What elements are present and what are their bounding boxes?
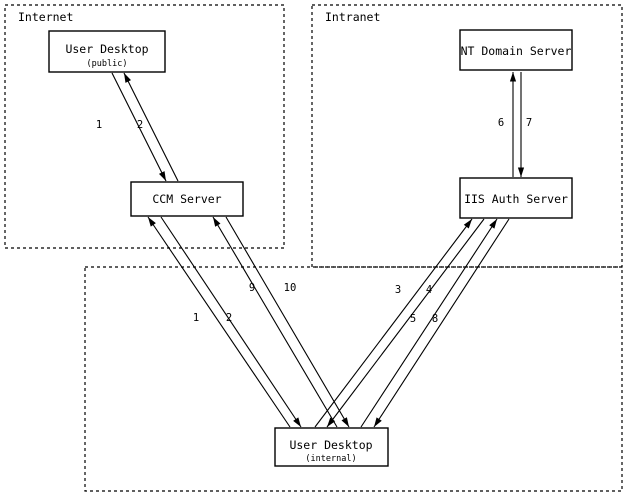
step-label-4-7: 4 <box>426 284 432 296</box>
zone-boundaries-group: Internet Intranet <box>4 4 623 492</box>
node-user-desktop-internal[interactable]: User Desktop (internal) <box>274 427 389 467</box>
flow-line-5-8 <box>360 218 498 428</box>
flow-5-user-desktop-internal-to-iis-auth-server <box>360 218 498 428</box>
flow-line-10-5 <box>225 216 350 428</box>
node-label-nt-domain-server: NT Domain Server <box>461 44 572 58</box>
step-label-6-10: 6 <box>498 117 504 129</box>
step-label-10-5: 10 <box>284 282 297 294</box>
node-nt-domain-server[interactable]: NT Domain Server <box>459 29 573 71</box>
step-label-2-1: 2 <box>137 119 143 131</box>
step-label-3-6: 3 <box>395 284 401 296</box>
zone-border-intranet <box>311 4 623 268</box>
arrow-head-icon-4-7 <box>327 417 336 427</box>
arrow-head-icon-6-10 <box>509 72 517 82</box>
step-label-1-0: 1 <box>96 119 102 131</box>
flow-line-9-4 <box>212 216 338 428</box>
node-iis-auth-server[interactable]: IIS Auth Server <box>459 177 573 219</box>
flow-9-user-desktop-internal-to-ccm-server <box>212 216 338 428</box>
arrow-head-icon-2-1 <box>124 73 132 83</box>
zone-label-intranet: Intranet <box>325 10 380 24</box>
zone-border-internet <box>4 4 285 249</box>
step-label-1-2: 1 <box>193 312 199 324</box>
zone-border-internal-lan <box>84 266 623 492</box>
flow-1-user-desktop-public-to-ccm-server <box>111 72 167 182</box>
flow-line-8-9 <box>373 218 510 428</box>
arrow-head-icon-1-2 <box>148 217 156 227</box>
flow-3-user-desktop-internal-to-iis-auth-server <box>314 218 473 428</box>
node-boxes-group: User Desktop (public) CCM Server NT Domain … <box>48 29 573 467</box>
flow-1-user-desktop-internal-to-ccm-server <box>147 216 291 428</box>
flow-8-iis-auth-server-to-user-desktop-internal <box>373 218 510 428</box>
flow-6-iis-auth-server-to-nt-domain-server <box>509 72 517 177</box>
node-user-desktop-public[interactable]: User Desktop (public) <box>48 30 166 73</box>
flow-2-ccm-server-to-user-desktop-public <box>123 72 179 182</box>
flow-line-2-3 <box>160 216 302 428</box>
flow-line-1-2 <box>147 216 291 428</box>
arrow-head-icon-8-9 <box>374 417 382 427</box>
zone-intranet: Intranet <box>311 4 623 268</box>
arrow-head-icon-9-4 <box>213 217 221 227</box>
arrow-head-icon-10-5 <box>341 417 349 427</box>
node-box-nt-domain-server[interactable] <box>459 29 573 71</box>
node-ccm-server[interactable]: CCM Server <box>130 181 244 217</box>
flow-4-iis-auth-server-to-user-desktop-internal <box>326 218 485 428</box>
flow-line-3-6 <box>314 218 473 428</box>
node-box-ccm-server[interactable] <box>130 181 244 217</box>
step-label-9-4: 9 <box>249 282 255 294</box>
flow-7-nt-domain-server-to-iis-auth-server <box>517 72 525 177</box>
flow-2-ccm-server-to-user-desktop-internal <box>160 216 302 428</box>
flow-line-1-0 <box>111 72 167 182</box>
step-label-5-8: 5 <box>410 313 416 325</box>
zone-internet: Internet <box>4 4 285 249</box>
node-sublabel-user-desktop-public: (public) <box>87 59 128 69</box>
step-labels-group: 1 2 1 2 9 10 3 4 5 8 6 7 <box>96 117 532 325</box>
arrow-head-icon-1-0 <box>158 171 166 181</box>
flow-10-ccm-server-to-user-desktop-internal <box>225 216 350 428</box>
node-sublabel-user-desktop-internal: (internal) <box>305 454 356 464</box>
zone-label-internet: Internet <box>18 10 73 24</box>
arrow-head-icon-2-3 <box>293 417 301 427</box>
node-label-user-desktop-public: User Desktop <box>65 42 148 56</box>
flow-arrows-group <box>111 72 525 428</box>
node-label-iis-auth-server: IIS Auth Server <box>464 192 568 206</box>
flow-line-4-7 <box>326 218 485 428</box>
step-label-7-11: 7 <box>526 117 532 129</box>
node-label-ccm-server: CCM Server <box>152 192 221 206</box>
node-box-user-desktop-internal[interactable] <box>274 427 389 467</box>
arrow-head-icon-3-6 <box>463 219 472 229</box>
node-box-user-desktop-public[interactable] <box>48 30 166 73</box>
flow-line-2-1 <box>123 72 179 182</box>
arrow-head-icon-7-11 <box>517 167 525 177</box>
node-box-iis-auth-server[interactable] <box>459 177 573 219</box>
node-label-user-desktop-internal: User Desktop <box>289 438 372 452</box>
step-label-8-9: 8 <box>432 313 438 325</box>
zone-internal-lan <box>84 266 623 492</box>
step-label-2-3: 2 <box>226 312 232 324</box>
arrow-head-icon-5-8 <box>489 219 497 229</box>
